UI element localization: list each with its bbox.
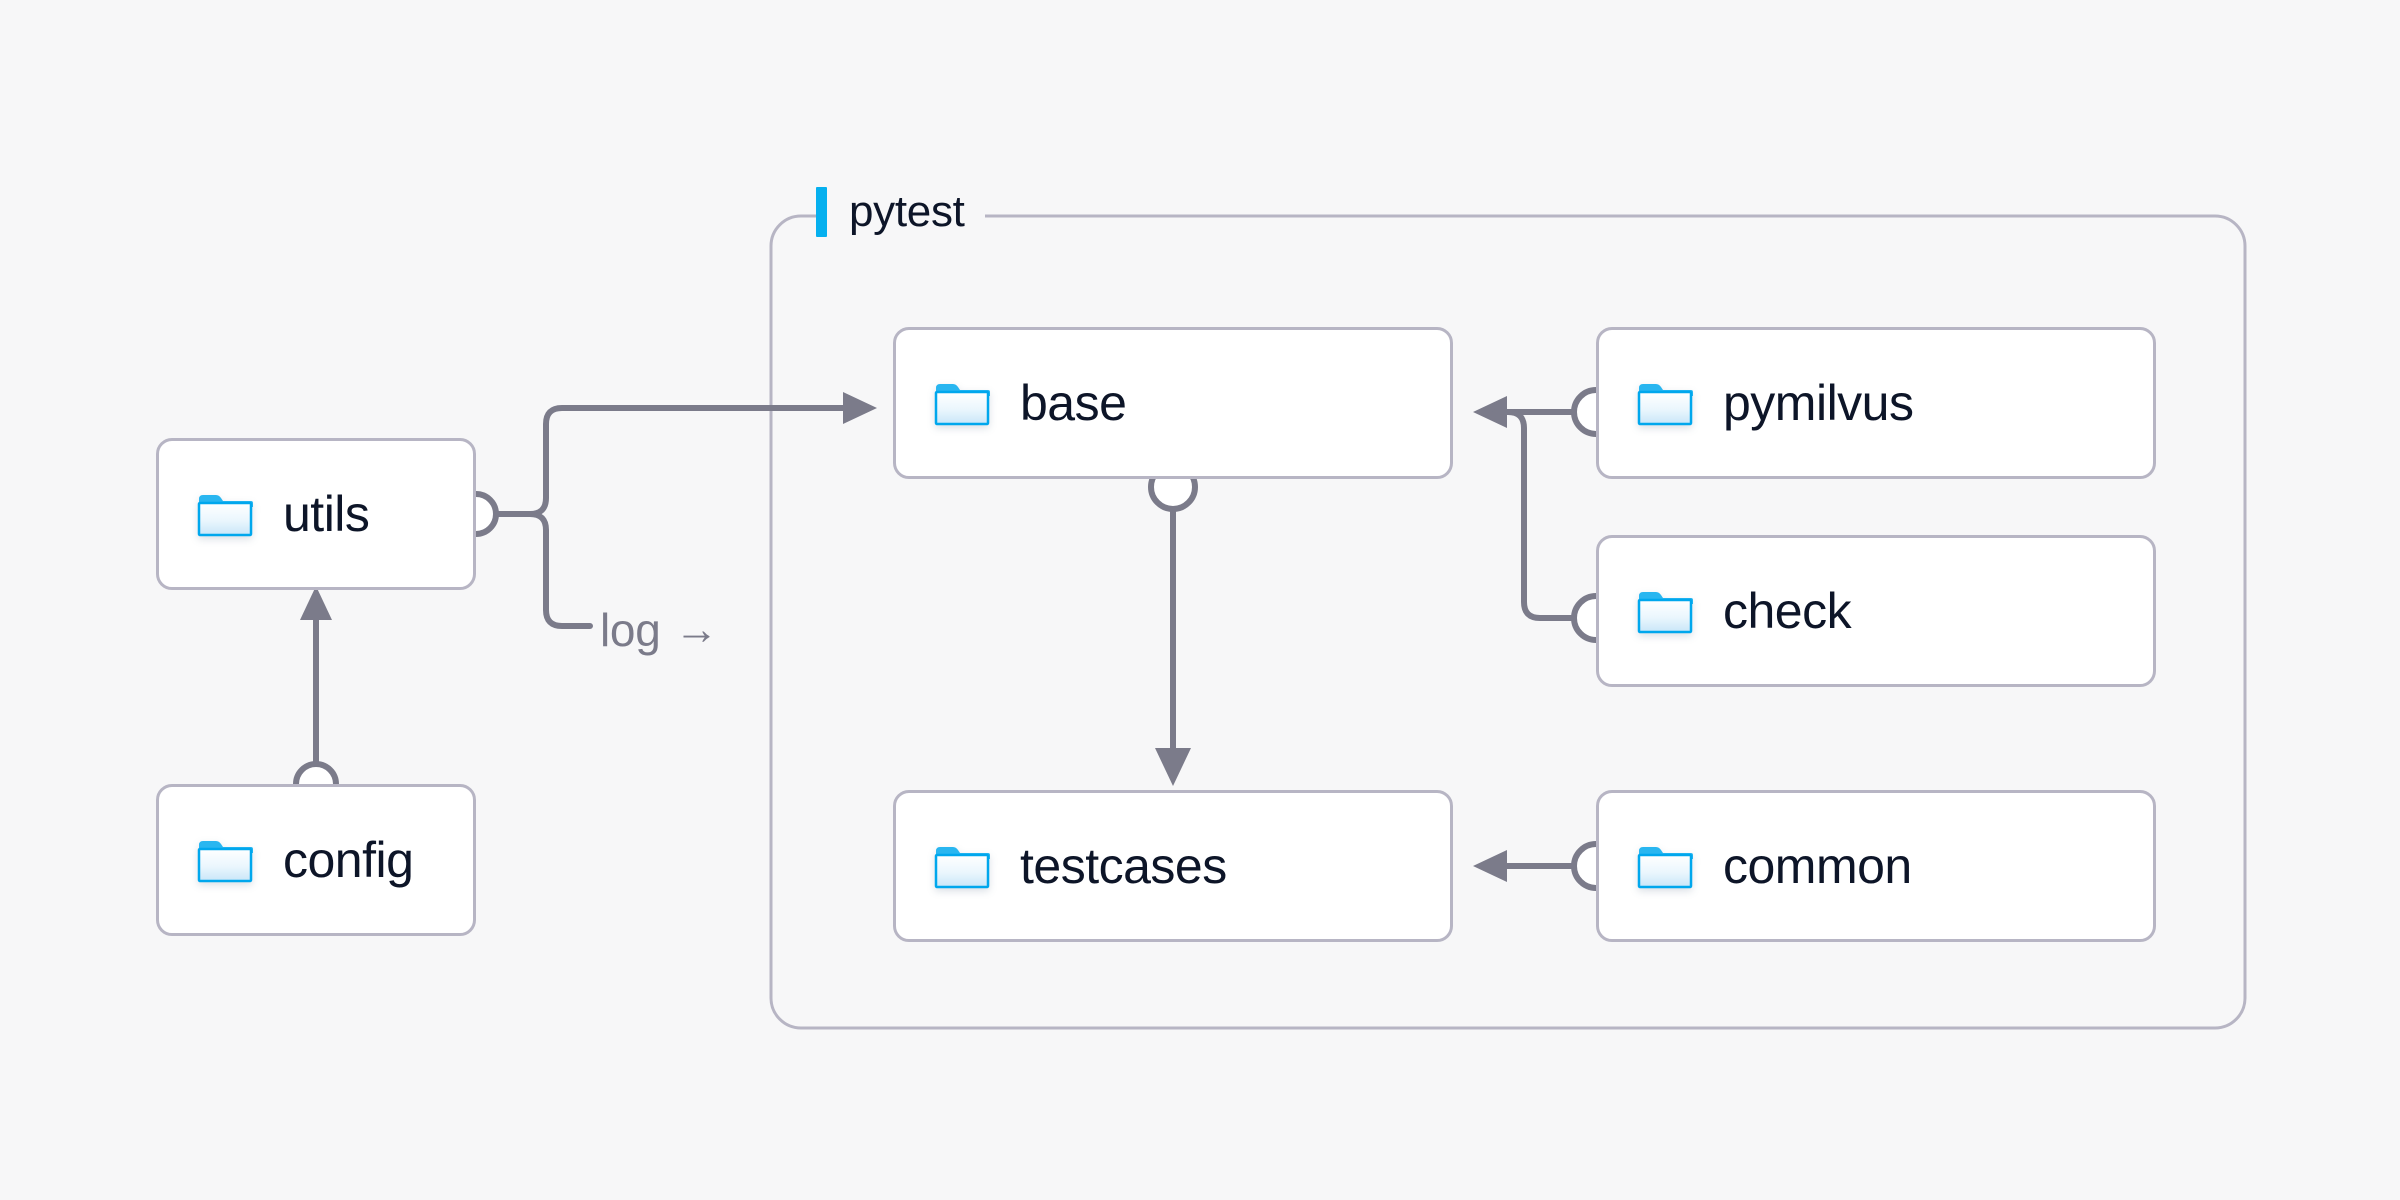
edge-base-testcases: [1148, 462, 1198, 786]
folder-icon: [1637, 843, 1693, 889]
group-title-text: pytest: [849, 187, 965, 236]
node-label: base: [1020, 375, 1127, 431]
edge-utils-base: [493, 392, 877, 517]
node-config[interactable]: config: [156, 784, 476, 936]
node-label: utils: [283, 486, 370, 542]
edge-config-utils: [293, 586, 339, 807]
node-common[interactable]: common: [1596, 790, 2156, 942]
group-accent-bar: [816, 187, 827, 237]
node-label: config: [283, 832, 414, 888]
node-label: pymilvus: [1723, 375, 1914, 431]
arrow-right-icon: →: [674, 605, 719, 654]
folder-icon: [197, 491, 253, 537]
node-check[interactable]: check: [1596, 535, 2156, 687]
node-base[interactable]: base: [893, 327, 1453, 479]
node-label: testcases: [1020, 838, 1227, 894]
node-testcases[interactable]: testcases: [893, 790, 1453, 942]
folder-icon: [934, 380, 990, 426]
folder-icon: [1637, 380, 1693, 426]
folder-icon: [1637, 588, 1693, 634]
edge-label-log-text: log: [600, 604, 661, 656]
folder-icon: [197, 837, 253, 883]
node-label: check: [1723, 583, 1852, 639]
node-pymilvus[interactable]: pymilvus: [1596, 327, 2156, 479]
node-label: common: [1723, 838, 1912, 894]
folder-icon: [934, 843, 990, 889]
group-container-frame: [769, 214, 2247, 1030]
node-utils[interactable]: utils: [156, 438, 476, 590]
edge-utils-log: [453, 491, 593, 629]
edge-label-log: log →: [600, 603, 719, 657]
group-label-pytest: pytest: [816, 183, 985, 241]
